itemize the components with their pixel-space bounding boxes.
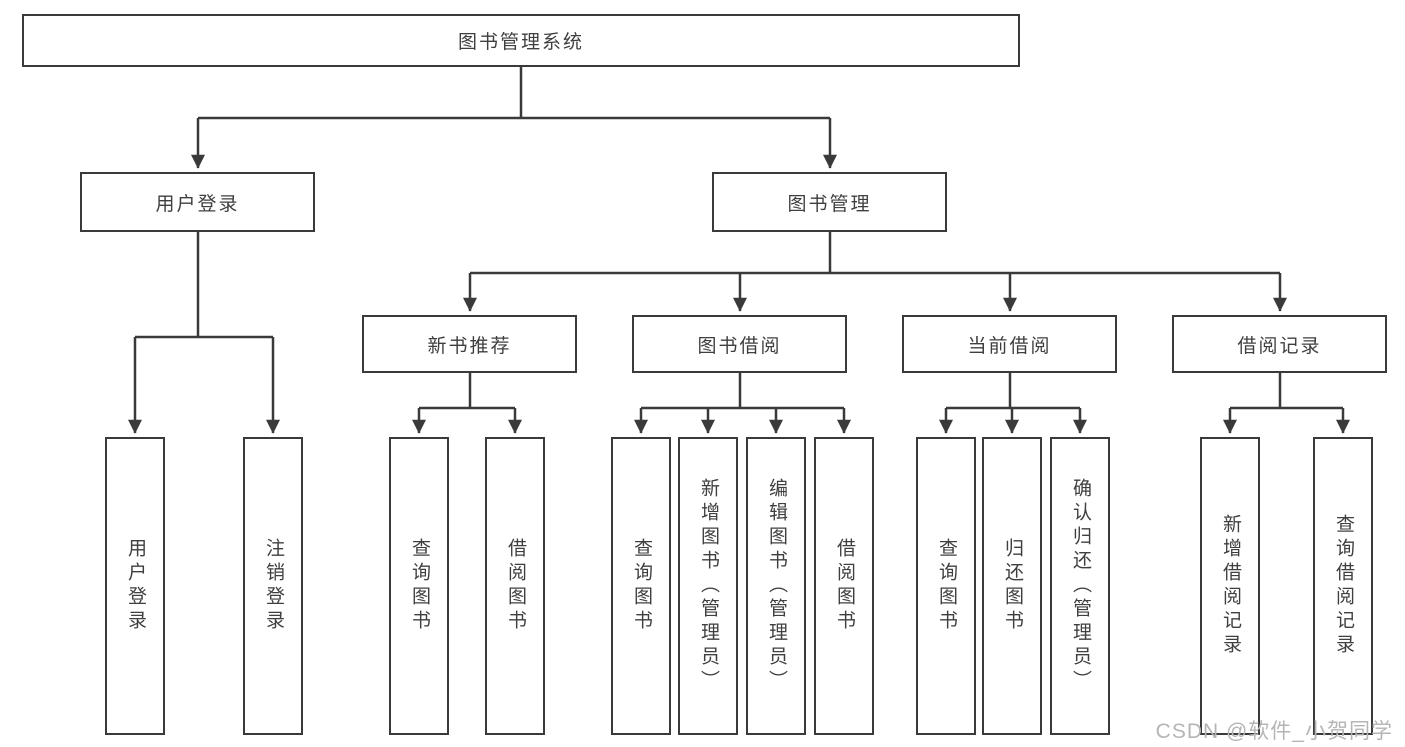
node-leaf-return-books-label: 归还图书 — [1001, 538, 1023, 634]
node-current-borrowing-label: 当前借阅 — [967, 335, 1052, 357]
node-leaf-return-books: 归还图书 — [982, 437, 1042, 735]
node-leaf-user-login-label: 用户登录 — [124, 538, 146, 634]
node-leaf-query-books-recommend-label: 查询图书 — [408, 538, 430, 634]
node-leaf-add-books-admin-label: 新增图书（管理员） — [697, 478, 719, 694]
node-borrowing-records-label: 借阅记录 — [1237, 335, 1322, 357]
node-leaf-query-books-borrow: 查询图书 — [611, 437, 671, 735]
node-leaf-add-borrow-record-label: 新增借阅记录 — [1219, 514, 1241, 658]
node-leaf-edit-books-admin: 编辑图书（管理员） — [746, 437, 806, 735]
node-borrowing-records: 借阅记录 — [1172, 315, 1387, 373]
node-current-borrowing: 当前借阅 — [902, 315, 1117, 373]
node-leaf-edit-books-admin-label: 编辑图书（管理员） — [765, 478, 787, 694]
node-leaf-query-books-current-label: 查询图书 — [935, 538, 957, 634]
node-user-login: 用户登录 — [80, 172, 315, 232]
node-leaf-borrow-books: 借阅图书 — [814, 437, 874, 735]
node-leaf-logout-label: 注销登录 — [262, 538, 284, 634]
node-leaf-confirm-return-admin-label: 确认归还（管理员） — [1069, 478, 1091, 694]
node-leaf-borrow-books-label: 借阅图书 — [833, 538, 855, 634]
node-leaf-confirm-return-admin: 确认归还（管理员） — [1050, 437, 1110, 735]
csdn-watermark: CSDN @软件_小贺同学 — [1155, 720, 1393, 743]
node-book-borrowing: 图书借阅 — [632, 315, 847, 373]
node-leaf-borrow-books-recommend: 借阅图书 — [485, 437, 545, 735]
node-leaf-query-borrow-record-label: 查询借阅记录 — [1332, 514, 1354, 658]
node-book-management-label: 图书管理 — [787, 193, 872, 215]
node-leaf-query-books-recommend: 查询图书 — [389, 437, 449, 735]
node-leaf-add-borrow-record: 新增借阅记录 — [1200, 437, 1260, 735]
node-user-login-label: 用户登录 — [155, 193, 240, 215]
node-new-book-recommend-label: 新书推荐 — [427, 335, 512, 357]
node-leaf-add-books-admin: 新增图书（管理员） — [678, 437, 738, 735]
node-book-management: 图书管理 — [712, 172, 947, 232]
node-leaf-borrow-books-recommend-label: 借阅图书 — [504, 538, 526, 634]
node-leaf-logout: 注销登录 — [243, 437, 303, 735]
node-leaf-user-login: 用户登录 — [105, 437, 165, 735]
node-book-borrowing-label: 图书借阅 — [697, 335, 782, 357]
node-leaf-query-borrow-record: 查询借阅记录 — [1313, 437, 1373, 735]
node-leaf-query-books-borrow-label: 查询图书 — [630, 538, 652, 634]
node-leaf-query-books-current: 查询图书 — [916, 437, 976, 735]
node-root: 图书管理系统 — [22, 14, 1020, 67]
node-new-book-recommend: 新书推荐 — [362, 315, 577, 373]
node-root-label: 图书管理系统 — [457, 32, 584, 53]
